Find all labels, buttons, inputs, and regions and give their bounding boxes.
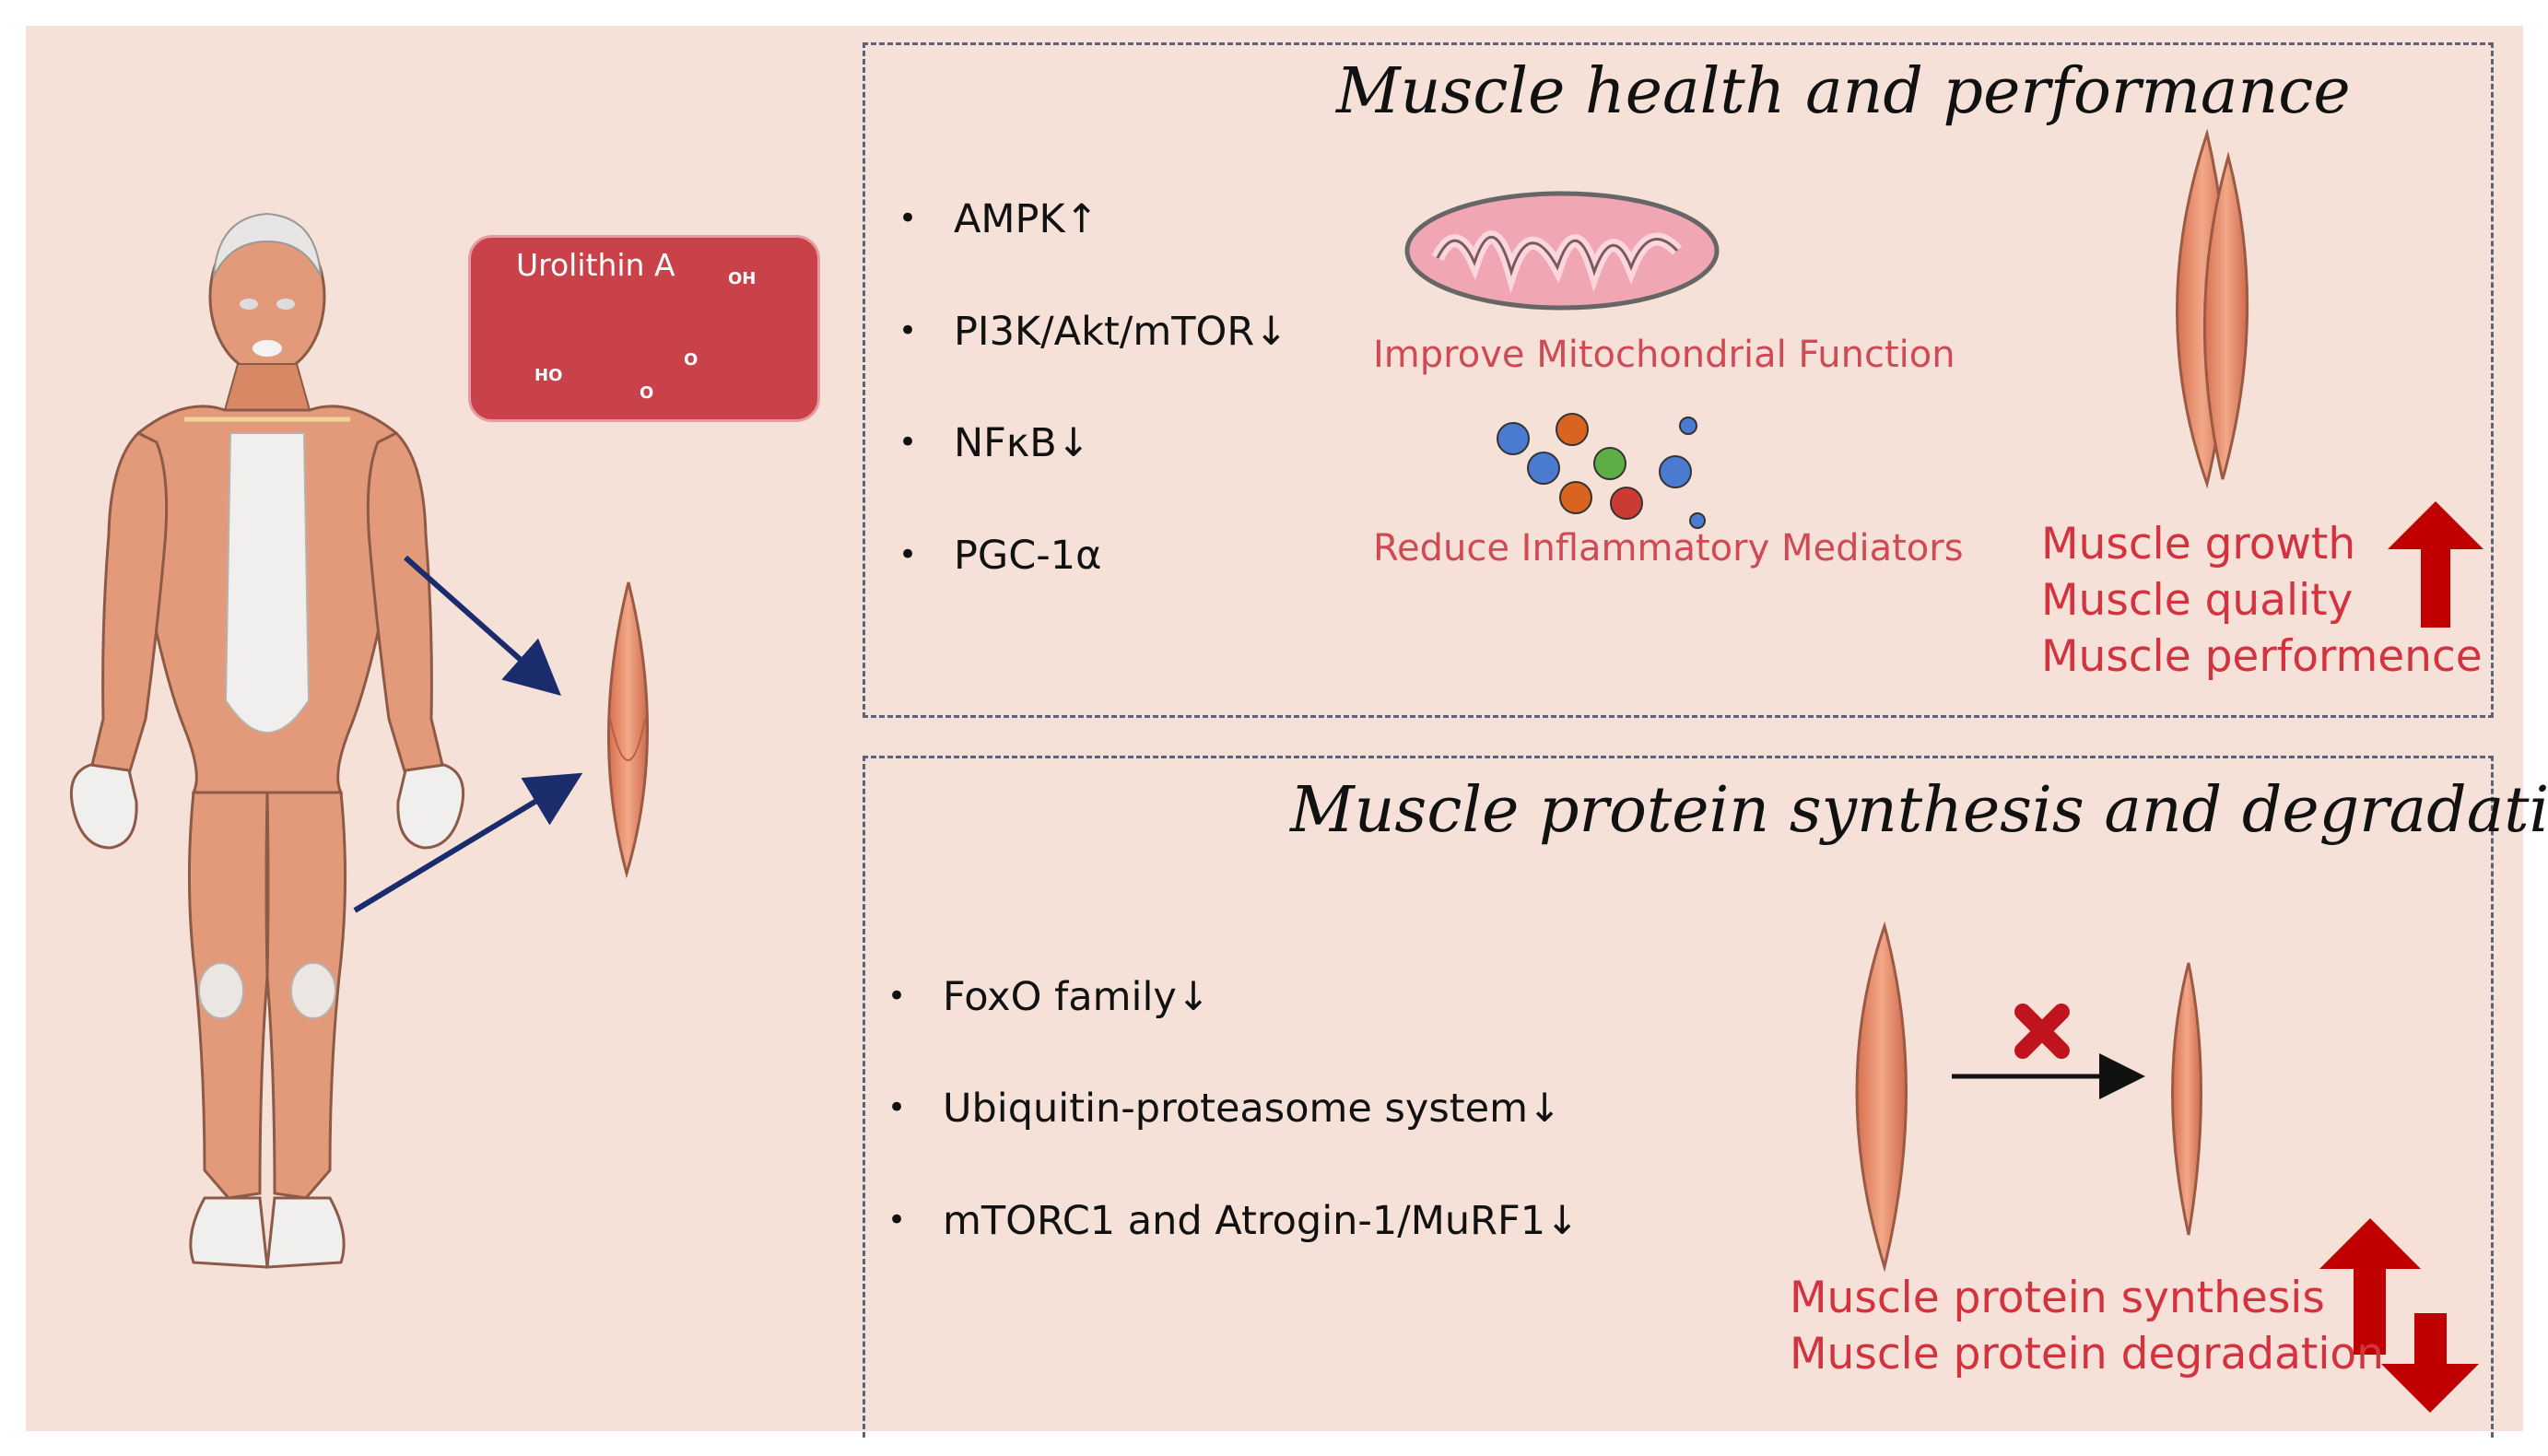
muscle-icon: [1855, 921, 1908, 1273]
muscle-icon: [2176, 128, 2249, 489]
muscle-icon: [2171, 962, 2202, 1236]
top-bullet-3: •NFκB↓: [898, 420, 1090, 466]
top-bullet-4: •PGC-1α: [898, 533, 1102, 579]
cytokine-dots-icon: [1497, 413, 1706, 529]
compound-name: Urolithin A: [516, 247, 675, 283]
mitochondria-icon: [1404, 191, 1720, 311]
bottom-bullet-2: •Ubiquitin-proteasome system↓: [887, 1086, 1561, 1132]
effect-muscle-performance: Muscle performence: [2041, 631, 2483, 682]
bottom-bullet-3: •mTORC1 and Atrogin-1/MuRF1↓: [887, 1198, 1579, 1244]
bottom-panel-title: Muscle protein synthesis and degradation: [1290, 774, 2548, 847]
x-icon: [2014, 1004, 2070, 1059]
mitochondria-label: Improve Mitochondrial Function: [1373, 334, 1955, 376]
arrow-arm-to-muscle: [404, 555, 561, 696]
panel-muscle-health: [863, 42, 2494, 718]
human-anatomy-icon: [69, 212, 465, 1269]
top-bullet-1: •AMPK↑: [898, 196, 1098, 242]
bottom-bullet-1: •FoxO family↓: [887, 974, 1210, 1020]
inflammation-label: Reduce Inflammatory Mediators: [1373, 527, 1964, 569]
arrow-leg-to-muscle: [353, 772, 583, 913]
compound-oh-label: OH: [728, 269, 757, 288]
effect-protein-degradation: Muscle protein degradation: [1790, 1329, 2384, 1380]
muscle-icon: [607, 581, 649, 879]
effect-muscle-growth: Muscle growth: [2041, 519, 2356, 569]
background: [26, 26, 2523, 1431]
effect-muscle-quality: Muscle quality: [2041, 575, 2354, 626]
up-arrow-icon: [2388, 501, 2483, 628]
compound-ring-o-label: O: [684, 350, 699, 370]
panel-protein-synthesis: [863, 756, 2494, 1438]
compound-box: [468, 235, 820, 422]
effect-protein-synthesis: Muscle protein synthesis: [1790, 1273, 2325, 1323]
compound-ho-label: HO: [534, 366, 563, 385]
up-arrow-icon: [2319, 1218, 2421, 1355]
down-arrow-icon: [2381, 1313, 2479, 1413]
top-panel-title: Muscle health and performance: [1336, 55, 2351, 128]
compound-carbonyl-label: O: [640, 383, 654, 403]
top-bullet-2: •PI3K/Akt/mTOR↓: [898, 309, 1288, 355]
